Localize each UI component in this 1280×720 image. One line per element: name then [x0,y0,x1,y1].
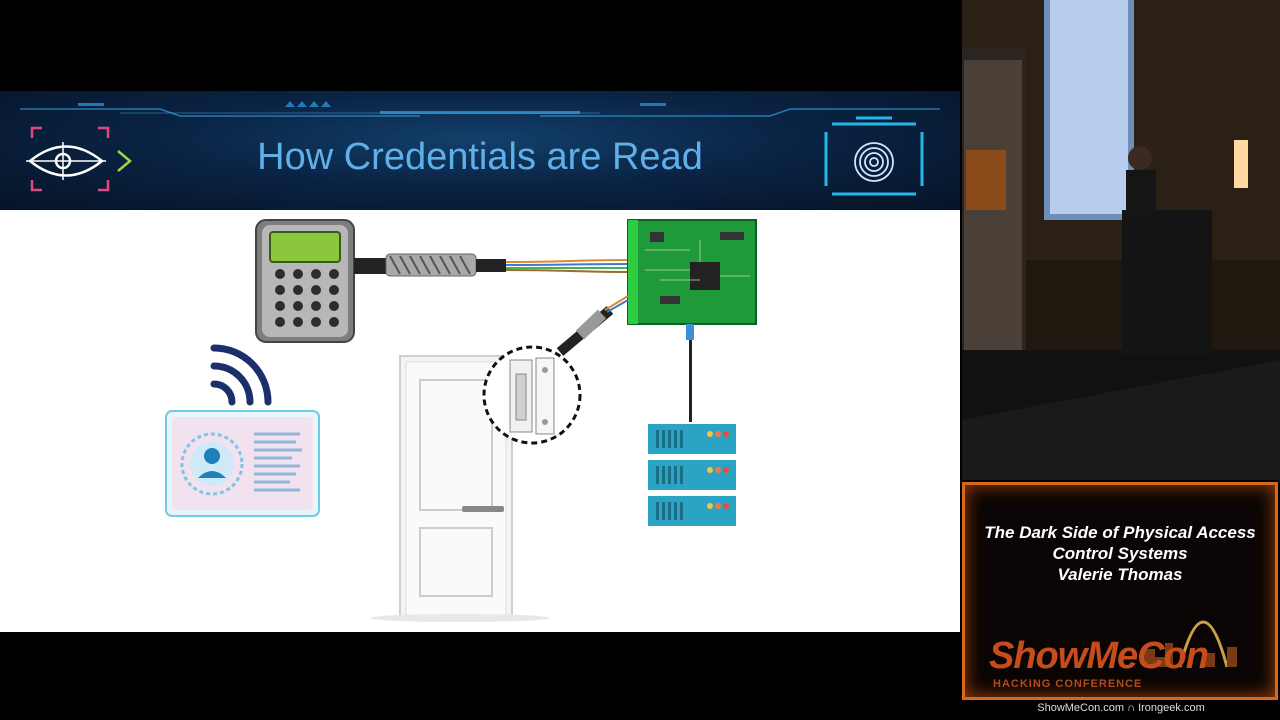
access-control-diagram [165,219,757,622]
wireless-signal-icon [210,344,272,406]
server-stack [648,424,736,526]
slide: How Credentials are Read [0,91,960,632]
eye-scan-icon [26,126,132,192]
talk-caption-box: The Dark Side of Physical Access Control… [962,482,1278,700]
strike-cable [556,295,629,356]
banner-decoration [20,101,940,196]
talk-title-line2: Control Systems [1052,544,1188,563]
talk-title-line1: The Dark Side of Physical Access [984,523,1256,542]
st-louis-arch-icon [1145,620,1237,668]
controller-board [627,219,757,325]
footer-credit: ShowMeCon.com ∩ Irongeek.com [1037,702,1205,714]
reader-cable [354,253,629,277]
electric-strike [482,345,582,445]
speaker-video [962,0,1280,480]
keypad-reader [255,219,355,343]
slide-banner: How Credentials are Read [0,91,960,210]
video-scene [962,0,1280,480]
speaker-name: Valerie Thomas [1057,565,1183,584]
fingerprint-icon [824,116,924,196]
rfid-card [165,410,320,517]
slide-title: How Credentials are Read [257,136,703,178]
network-cable [686,324,694,422]
conference-logo: ShowMeCon [989,635,1209,677]
conference-tagline: HACKING CONFERENCE [993,678,1143,690]
